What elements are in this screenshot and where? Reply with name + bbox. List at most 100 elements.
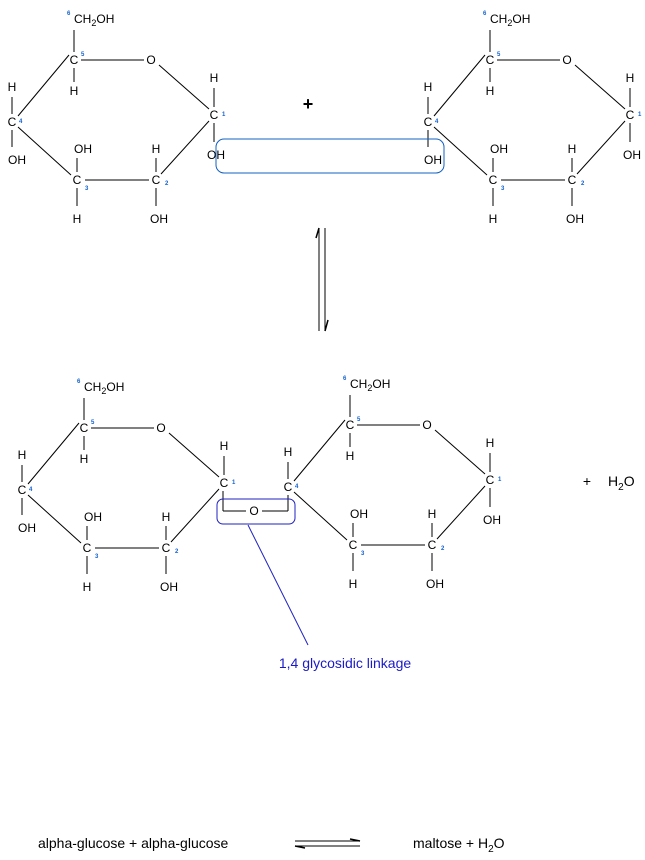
ring-carbon-4: C [284,480,293,494]
equilibrium-arrow-horizontal [294,838,361,849]
ring-carbon-3: C [349,538,358,552]
hydrogen-c1: H [210,71,219,85]
hydrogen-c4: H [18,448,27,462]
hydrogen-c4: H [8,80,17,94]
water-product: H2O [608,473,635,493]
arrowhead-forward [349,838,361,842]
hydrogen-c3: H [489,212,498,226]
equilibrium-arrow-vertical [315,227,329,332]
ch2oh-group-label: CH2OH [84,380,124,396]
carbon-number-6: 6 [483,11,487,17]
hydrogen-c1: H [486,436,495,450]
hydroxyl-c3: OH [350,507,368,521]
hydrogen-c5: H [70,84,79,98]
bond-c1-c2 [160,120,210,175]
hydrogen-c3: H [349,577,358,591]
bond-c4-c5 [17,54,70,117]
hydrogen-c2: H [152,142,161,156]
glycosidic-bridge: O [222,491,289,518]
ch2oh-group-label: CH2OH [74,12,114,28]
ring-carbon-5: C [346,418,355,432]
carbon-number-6: 6 [67,11,71,17]
carbon-number-3: 3 [361,551,365,557]
bond-c3-c4 [293,491,348,541]
ring-carbon-5: C [486,53,495,67]
carbon-number-3: 3 [95,554,99,560]
bond-c3-c4 [17,126,72,176]
hydrogen-c3: H [73,212,82,226]
ring-carbon-1: C [220,476,229,490]
bond-c1-c2 [436,485,486,540]
bond-c4-c5 [27,422,80,485]
ring-carbon-1: C [210,108,219,122]
ring-carbon-1: C [626,108,635,122]
carbon-number-2: 2 [175,549,179,555]
arrowhead-down [324,319,329,332]
word-equation-reactants: alpha-glucose + alpha-glucose [38,835,229,851]
hydrogen-c5: H [346,449,355,463]
bond-c4-c5 [433,54,486,117]
hydrogen-c5: H [80,452,89,466]
word-equation: alpha-glucose + alpha-glucose maltose + H… [38,835,505,855]
arrowhead-up [315,227,320,239]
arrowhead-reverse [294,845,306,849]
carbon-number-1: 1 [498,477,502,483]
carbon-number-1: 1 [638,112,642,118]
ring-carbon-2: C [428,538,437,552]
ring-carbon-2: C [152,173,161,187]
carbon-number-4: 4 [29,487,33,493]
carbon-number-2: 2 [581,181,585,187]
hydroxyl-c2: OH [160,580,178,594]
bond-c1-c2 [576,120,626,175]
hydrogen-c4: H [424,80,433,94]
ch2oh-group-label: CH2OH [350,377,390,393]
bond-c1-c2 [170,488,220,543]
plus-sign-products: + [583,473,591,489]
water-elimination-box [215,138,445,174]
ring-carbon-2: C [568,173,577,187]
hydrogen-c2: H [568,142,577,156]
carbon-number-4: 4 [19,119,23,125]
ring-carbon-4: C [8,115,17,129]
carbon-number-5: 5 [357,417,361,423]
carbon-number-3: 3 [501,186,505,192]
hydroxyl-c2: OH [150,212,168,226]
hydrogen-c2: H [162,510,171,524]
carbon-number-4: 4 [295,484,299,490]
ring-carbon-5: C [70,53,79,67]
ring-carbon-4: C [18,483,27,497]
hydroxyl-c3: OH [84,510,102,524]
hydrogen-c1: H [220,439,229,453]
ring-carbon-3: C [489,173,498,187]
hydroxyl-c3: OH [490,142,508,156]
ring-oxygen: O [562,53,571,67]
carbon-number-6: 6 [77,379,81,385]
bond-c4-c5 [293,419,346,482]
hydroxyl-c2: OH [426,577,444,591]
carbon-number-2: 2 [441,546,445,552]
hydrogen-c1: H [626,71,635,85]
ring-oxygen: O [156,421,165,435]
hydroxyl-c4: OH [18,521,36,535]
ch2oh-group-label: CH2OH [490,12,530,28]
bond-c3-c4 [27,494,82,544]
carbon-number-3: 3 [85,186,89,192]
carbon-number-5: 5 [81,52,85,58]
carbon-number-5: 5 [91,420,95,426]
carbon-number-1: 1 [232,480,236,486]
carbon-number-4: 4 [435,119,439,125]
ring-carbon-2: C [162,541,171,555]
word-equation-products: maltose + H2O [413,835,505,855]
hydroxyl-c4: OH [8,153,26,167]
bond-o-c1 [168,432,220,478]
glycosidic-linkage-box [216,498,296,525]
hydroxyl-c2: OH [566,212,584,226]
bond-c3-c4 [433,126,488,176]
ring-carbon-3: C [73,173,82,187]
hydroxyl-c1: OH [483,513,501,527]
carbon-number-2: 2 [165,181,169,187]
